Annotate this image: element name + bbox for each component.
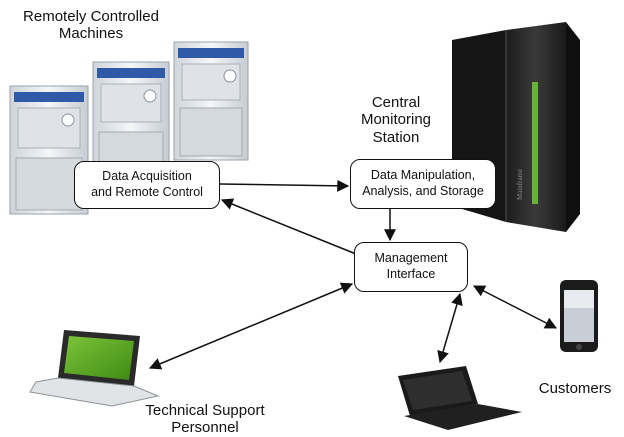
station-label-line-1: Central xyxy=(371,94,421,111)
management-interface-line-1: Management xyxy=(374,251,448,266)
connector-management-to-support xyxy=(148,282,354,370)
management-interface-box: Management Interface xyxy=(354,242,468,292)
data-manipulation-line-2: Analysis, and Storage xyxy=(362,184,484,198)
machines-label-line-2: Machines xyxy=(58,25,124,43)
machine-1 xyxy=(9,85,89,215)
server-brand-text: Mainframe xyxy=(516,169,524,200)
data-manipulation-line-1: Data Manipulation, xyxy=(370,168,476,183)
data-manipulation-box: Data Manipulation, Analysis, and Storage xyxy=(350,159,496,209)
connector-acq-to-processing xyxy=(219,179,350,192)
machine-2 xyxy=(92,61,170,189)
management-interface-line-2: Interface xyxy=(386,267,436,281)
connector-management-to-phone xyxy=(472,285,558,329)
station-label-line-3: Station xyxy=(372,128,420,146)
support-label-line-2: Personnel xyxy=(171,419,239,437)
support-label-line-1: Technical Support xyxy=(145,402,265,419)
support-laptop xyxy=(29,330,160,407)
customers-label-text: Customers xyxy=(538,380,612,397)
station-label: Central Monitoring Station xyxy=(346,94,446,146)
customer-laptop xyxy=(398,366,522,430)
station-label-line-2: Monitoring xyxy=(360,111,432,129)
data-acquisition-line-2: and Remote Control xyxy=(91,185,203,199)
customer-phone xyxy=(560,280,598,352)
machines-label: Remotely Controlled Machines xyxy=(6,8,176,43)
machines-label-line-1: Remotely Controlled xyxy=(23,8,159,25)
connector-management-to-acq xyxy=(220,198,357,255)
support-label: Technical Support Personnel xyxy=(124,402,286,437)
connector-management-to-laptop xyxy=(437,292,463,364)
data-acquisition-line-1: Data Acquisition xyxy=(102,169,192,184)
customers-label: Customers xyxy=(530,380,620,397)
machine-3 xyxy=(173,41,249,161)
data-acquisition-box: Data Acquisition and Remote Control xyxy=(74,161,220,209)
